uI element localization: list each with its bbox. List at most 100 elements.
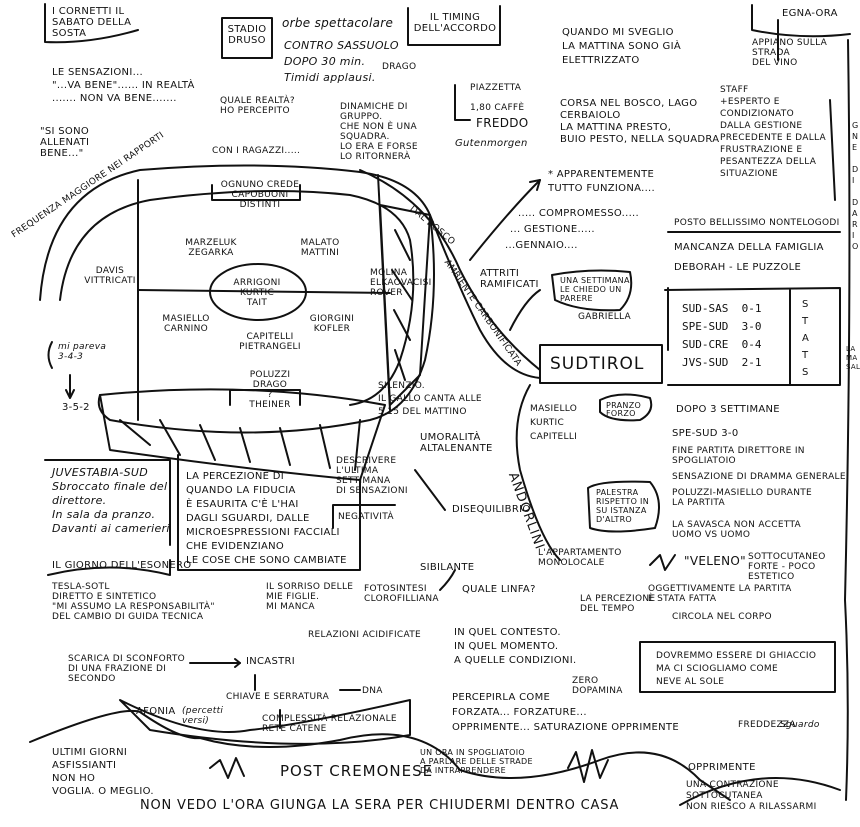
cornetti-label: I CORNETTI IL SABATO DELLA SOSTA <box>52 6 132 39</box>
spogliatoio-label: UN ORA IN SPOGLIATOIO A PARLARE DELLE ST… <box>420 748 533 775</box>
timing-box <box>407 5 501 46</box>
appiano-label: APPIANO SULLA STRADA DEL VINO <box>752 38 828 68</box>
andorlini-curve <box>515 384 561 561</box>
stadio-label: STADIO DRUSO <box>227 24 267 46</box>
chiave-label: CHIAVE E SERRATURA <box>226 692 330 702</box>
veleno-label: "VELENO" <box>684 554 746 568</box>
sottocutaneo-label: SOTTOCUTANEO FORTE - POCO ESTETICO <box>748 552 826 582</box>
palestra-label: PALESTRA RISPETTO IN SU ISTANZA D'ALTRO <box>596 488 649 524</box>
piazzetta-label: PIAZZETTA 1,80 caffè <box>470 83 525 113</box>
deborah-label: DEBORAH - LE PUZZOLE <box>674 262 802 273</box>
percezione-box <box>177 454 361 571</box>
contro-label: CONTRO SASSUOLO DOPO 30 min. Timidi appl… <box>284 39 399 84</box>
result-score: 0-4 <box>741 338 762 351</box>
contrazione-label: UNA CONTRAZIONE SOTTOCUTANEA NON RIESCO … <box>686 780 817 812</box>
sensazione-label: SENSAZIONE DI DRAMMA GENERALE <box>672 472 846 482</box>
fine-label: FINE PARTITA DIRETTORE IN SPOGLIATOIO <box>672 446 805 466</box>
contesto-label: IN QUEL CONTESTO. IN QUEL MOMENTO. A QUE… <box>454 627 577 666</box>
sudtirol-box <box>539 344 663 384</box>
staff-line <box>829 99 836 201</box>
opprimente-label: OPPRIMENTE <box>688 762 756 773</box>
veleno-zigzag <box>649 554 676 571</box>
modulo2-label: 3-5-2 <box>62 402 90 413</box>
dinamiche-label: DINAMICHE DI GRUPPO. CHE NON È UNA SQUAD… <box>340 102 418 162</box>
attriti-label: ATTRITI RAMIFICATI <box>480 268 539 290</box>
percetti-label: (percetti versi) <box>182 706 224 726</box>
umoralita-label: UMORALITÀ ALTALENANTE <box>420 432 493 454</box>
stadium-inner <box>59 190 415 406</box>
stand-hatch-right <box>391 229 413 381</box>
pitch-midline <box>137 289 391 294</box>
arrow-diseq <box>414 469 446 511</box>
zigzag-left <box>209 757 245 779</box>
afonia-ribbon <box>119 699 411 745</box>
modulo-brace <box>47 341 53 369</box>
compromesso-label: ..... COMPROMESSO..... <box>518 208 640 219</box>
percezione-label: LA PERCEZIONE DI QUANDO LA FIDUCIA È ESA… <box>186 471 347 566</box>
stand-bottom <box>99 388 386 481</box>
masiello-label: MASIELLO CARNINO <box>162 314 210 334</box>
freddezza-label: FREDDEZZA <box>738 720 796 730</box>
corsa-label: CORSA NEL BOSCO, LAGO CERBAIOLO LA MATTI… <box>560 98 720 145</box>
gutenmorgen-label: Gutenmorgen <box>455 138 528 149</box>
road-top <box>359 169 541 371</box>
negativita-box <box>332 504 396 529</box>
zigzag-right <box>567 749 609 783</box>
stand-hatch <box>119 419 361 471</box>
drago-label: DRAGO <box>382 62 417 72</box>
capitelli-label: CAPITELLI PIETRANGELI <box>239 332 301 352</box>
fotosintesi-label: FOTOSINTESI CLOROFILLIANA <box>364 584 439 604</box>
right-border <box>844 39 851 801</box>
negativita-label: NEGATIVITÀ <box>338 512 394 522</box>
pranzo-label: PRANZO FORZO <box>606 401 642 418</box>
piazzetta-bracket <box>454 84 471 121</box>
road-bottom <box>429 214 541 379</box>
sudtirol-label: SUDTIROL <box>550 354 645 374</box>
sensazioni-label: LE SENSAZIONI... "...VA BENE"...... IN R… <box>52 67 195 104</box>
malato-label: MALATO MATTINI <box>300 238 340 258</box>
stadio-box <box>221 17 273 59</box>
result-row: JVS-SUD 2-1 <box>682 354 761 372</box>
freddo-label: FREDDO <box>476 116 529 130</box>
results-box <box>664 287 841 386</box>
juve-label: JUVESTABIA-SUD Sbroccato finale del dire… <box>52 466 170 535</box>
davis-label: DAVIS VITTRICATI <box>84 266 136 286</box>
dna-label: DNA <box>362 686 383 696</box>
gabriella-label: GABRIELLA <box>578 312 631 322</box>
gennaio-label: ...GENNAIO.... <box>505 240 578 251</box>
center-circle <box>209 263 307 321</box>
top-area <box>211 184 301 201</box>
egna-line <box>751 4 851 38</box>
complessita-label: COMPLESSITÀ RELAZIONALE RETE CATENE <box>262 714 397 734</box>
dopo-label: DOPO 3 SETTIMANE <box>676 404 780 415</box>
arrow-gabriella <box>509 289 541 331</box>
stand-right <box>379 204 431 406</box>
edge-right-label: G N E D I D A R I O <box>852 121 859 251</box>
quale-label: QUALE REALTÀ? HO PERCEPITO <box>220 96 295 116</box>
arrow-apparente <box>469 179 541 261</box>
zero-label: ZERO DOPAMINA <box>572 676 623 696</box>
esonero-label: IL GIORNO DELL'ESONERO <box>52 560 192 571</box>
result-score: 3-0 <box>741 320 762 333</box>
result-row: SPE-SUD 3-0 <box>682 318 761 336</box>
descrivere-label: DESCRIVERE L'ULTIMA SETTIMANA DI SENSAZI… <box>336 456 408 496</box>
afonia-label: AFONIA <box>136 706 176 717</box>
result-match: SUD-SAS <box>682 302 729 315</box>
giorgini-label: GIORGINI KOFLER <box>309 314 355 334</box>
sibilante-label: SIBILANTE <box>420 562 475 573</box>
posto-label: POSTO BELLISSIMO NONTELOGODI <box>674 218 840 228</box>
disequilibrio-label: DISEQUILIBRIO <box>452 504 531 515</box>
egna-label: EGNA-ORA <box>782 8 838 19</box>
result-match: SPE-SUD <box>682 320 729 333</box>
arrow-head-1 <box>529 179 541 191</box>
settimana-label: UNA SETTIMANA LE CHIEDO UN PARERE <box>560 276 630 303</box>
palestra-bubble <box>587 480 660 533</box>
corner-box-line <box>44 3 139 44</box>
result-match: SUD-CRE <box>682 338 729 351</box>
savasca-label: LA SAVASCA NON ACCETTA UOMO vs UOMO <box>672 520 802 540</box>
result-match: JVS-SUD <box>682 356 729 369</box>
timing-label: IL TIMING DELL'ACCORDO <box>413 12 497 34</box>
arrow-head-2 <box>234 658 241 668</box>
